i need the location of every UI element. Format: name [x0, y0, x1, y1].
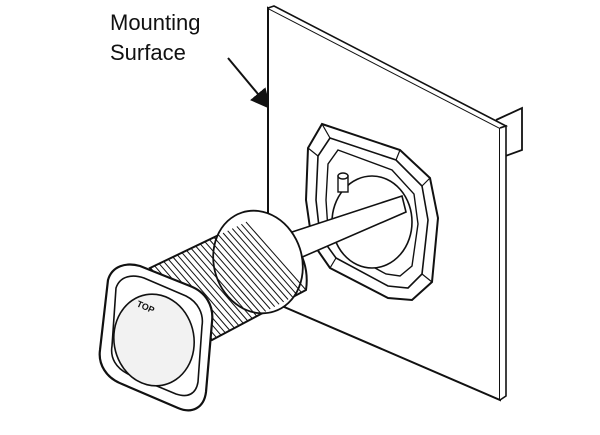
knob-rib-line: [199, 243, 262, 315]
mounting-surface-label: Mounting Surface: [110, 8, 201, 68]
knob-rib-line: [213, 236, 276, 308]
knob-cap-face: [113, 293, 195, 387]
knob-rib-line: [218, 234, 280, 305]
knob-rib-line: [172, 256, 235, 329]
knob-rib-line: [236, 226, 298, 296]
label-line-surface: Surface: [110, 40, 186, 65]
knob-rib-line: [204, 241, 267, 312]
knob-ribbed-body: [148, 209, 308, 342]
callout-arrow: [227, 57, 271, 110]
label-line-mounting: Mounting: [110, 10, 201, 35]
knob-rib-line: [190, 247, 253, 319]
knob-rib-line: [227, 230, 289, 300]
knob-rib-line: [209, 239, 271, 310]
knob-rib-line: [181, 252, 244, 324]
knob-rib-line: [195, 245, 258, 317]
knob-rib-line: [222, 232, 284, 303]
knob-cap: TOP: [98, 263, 214, 412]
knob-rib-line: [245, 221, 307, 291]
knob-rib-line: [231, 228, 293, 298]
knob-rib-line: [186, 250, 249, 322]
knob-rib-line: [241, 223, 302, 293]
knob-rib-line: [177, 254, 240, 327]
locating-pin: [337, 172, 349, 193]
